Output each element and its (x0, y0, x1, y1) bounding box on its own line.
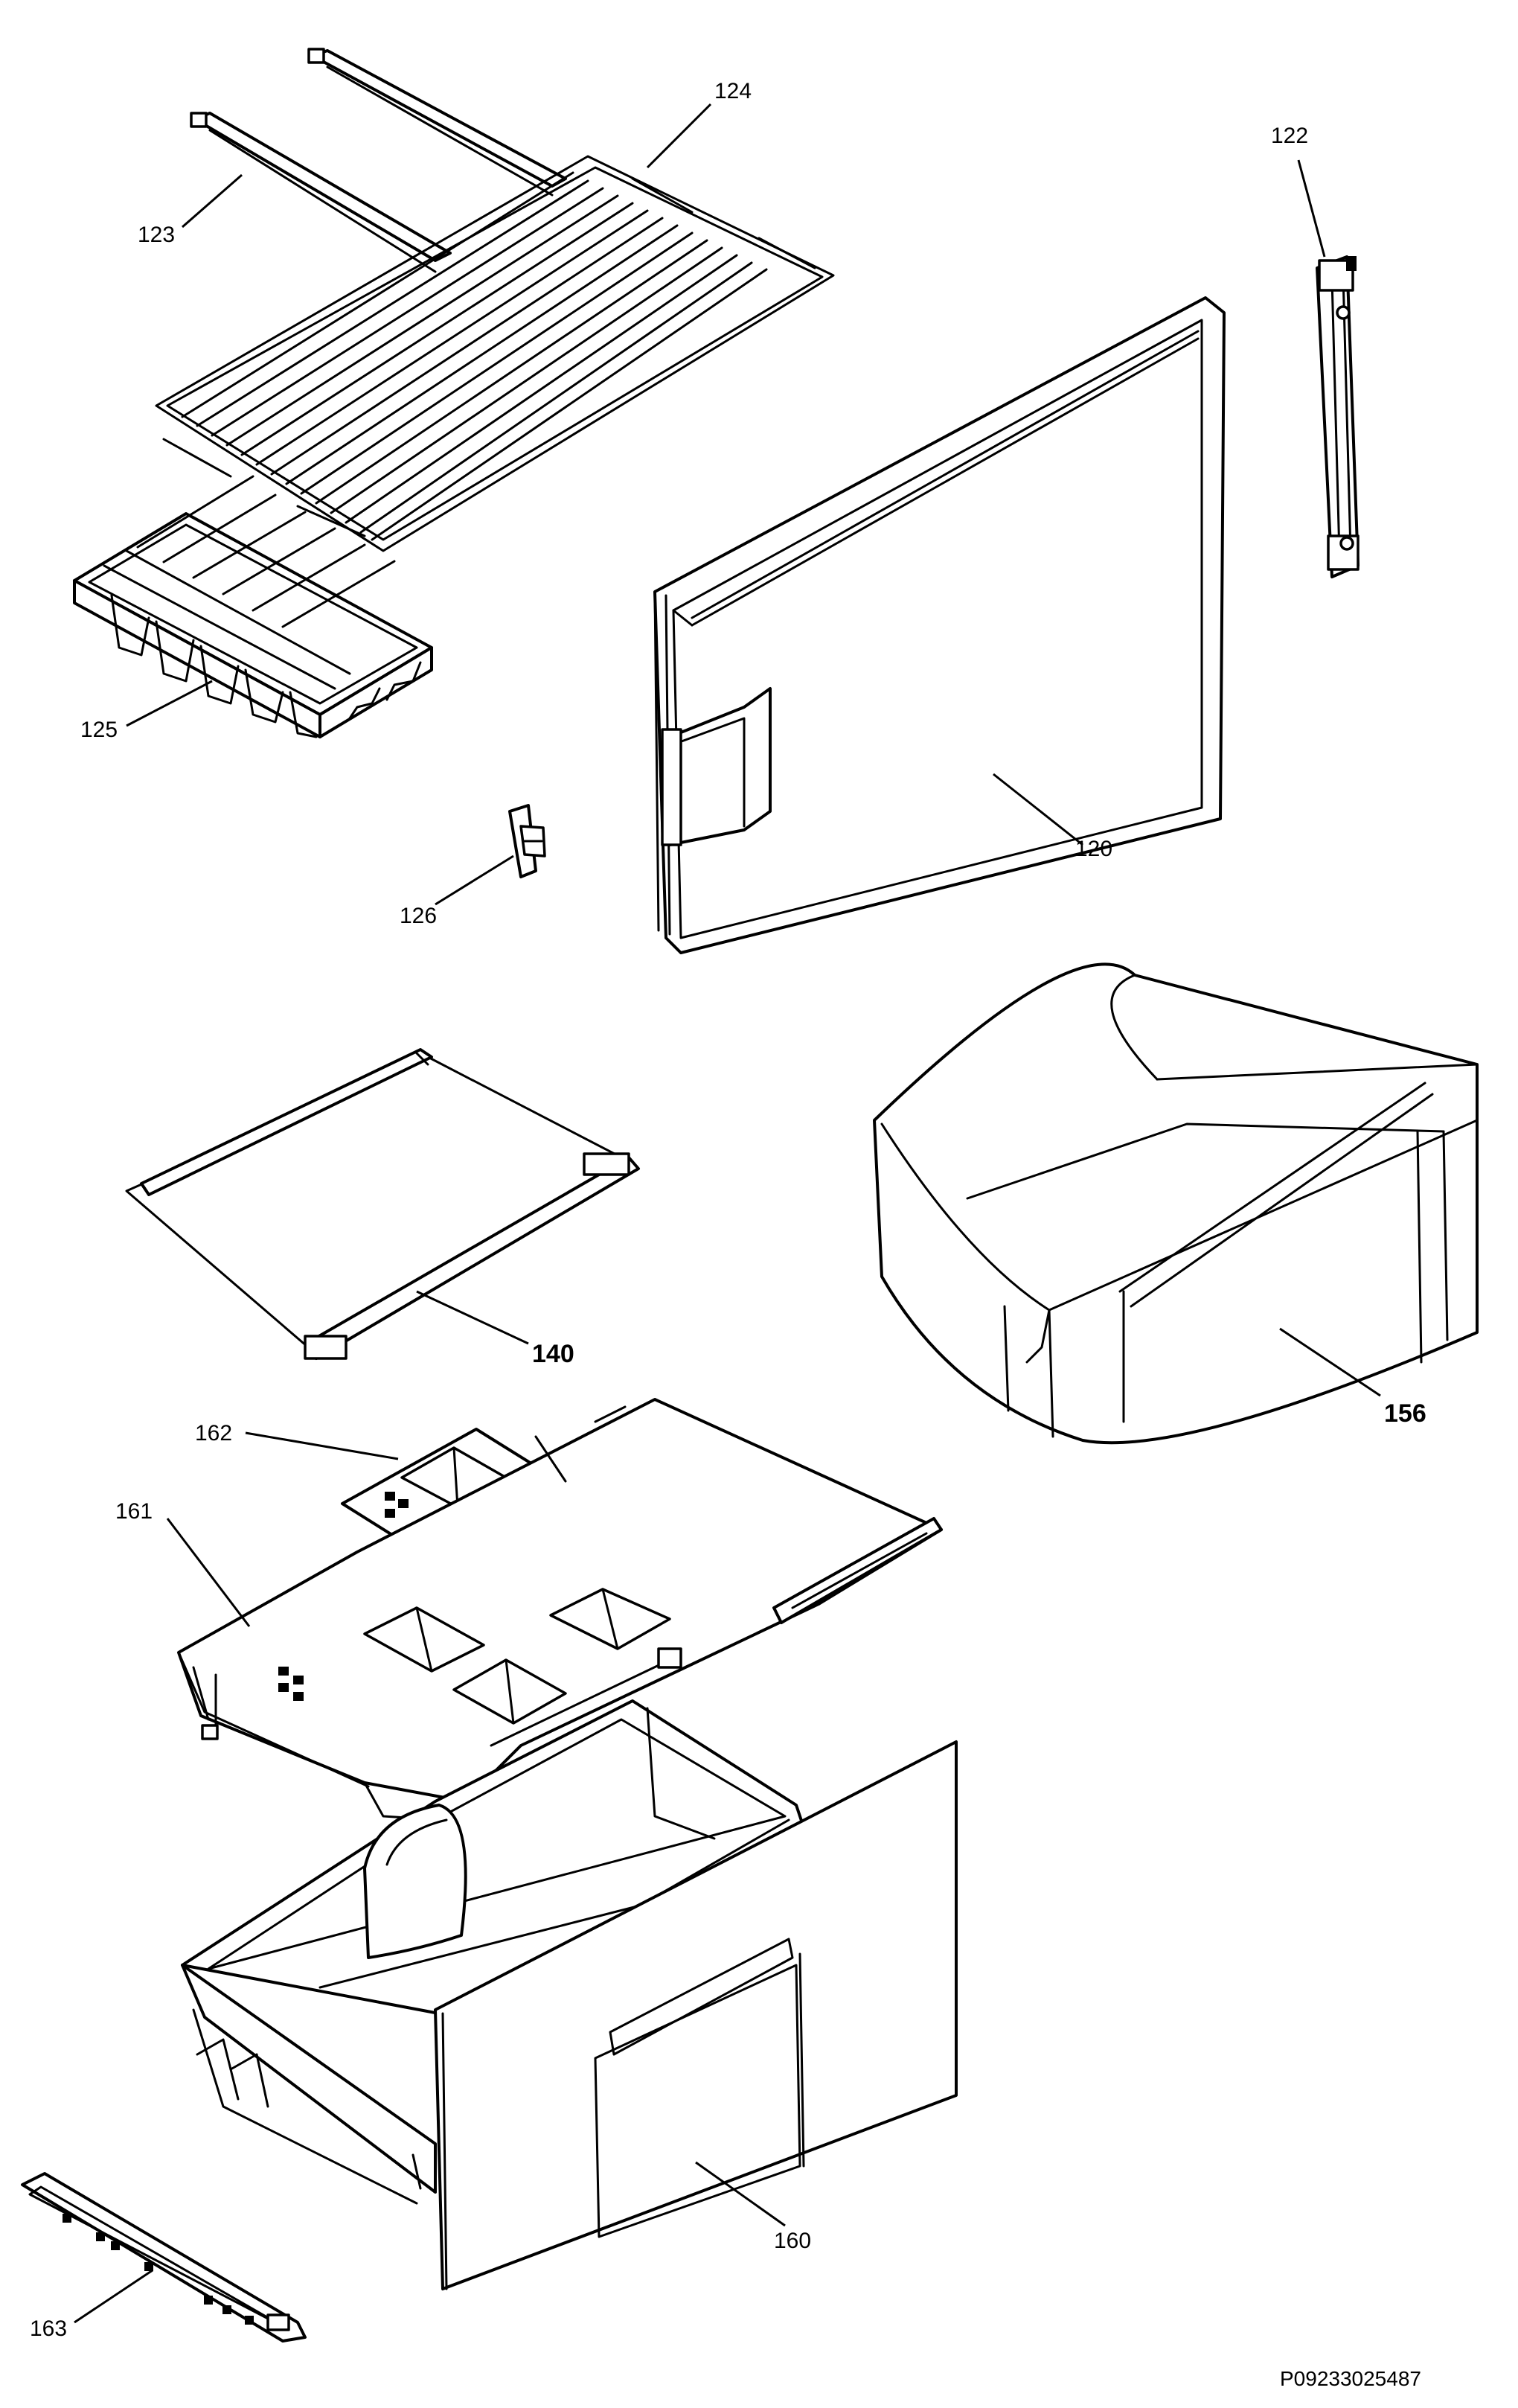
leader-122 (1297, 159, 1326, 258)
leader-124 (646, 103, 712, 169)
leader-163 (74, 2269, 153, 2324)
wire-shelf (155, 155, 835, 552)
callout-161: 161 (115, 1499, 153, 1524)
leader-125 (126, 680, 213, 727)
leader-126 (435, 855, 514, 906)
leader-156 (1279, 1327, 1381, 1397)
callout-156: 156 (1384, 1399, 1426, 1428)
leader-123 (182, 173, 243, 229)
callout-163: 163 (30, 2316, 67, 2341)
part-123-rail (190, 112, 452, 273)
callout-labels: 124 122 123 125 126 120 140 156 162 161 … (30, 79, 1426, 2341)
document-number: P09233025487 (1280, 2367, 1421, 2390)
callout-162: 162 (195, 1421, 232, 1446)
part-161-drawer-frame (177, 1398, 943, 1821)
part-124-rail (307, 48, 567, 197)
leader-lines (74, 103, 1381, 2324)
callout-123: 123 (138, 223, 175, 247)
part-163-slide-rail (21, 2172, 307, 2342)
leader-120 (993, 773, 1083, 846)
leader-160 (695, 2161, 786, 2227)
callout-160: 160 (774, 2229, 811, 2253)
callout-122: 122 (1271, 124, 1308, 148)
leader-140 (416, 1290, 529, 1345)
leader-161 (166, 1518, 251, 1627)
part-156-bin (873, 962, 1479, 1445)
part-125-ice-tray (73, 475, 433, 738)
callout-120: 120 (1075, 837, 1112, 861)
callout-140: 140 (532, 1340, 574, 1368)
part-122-hinge-bracket (1316, 255, 1360, 578)
part-140-glass-shelf (125, 1048, 640, 1360)
callout-126: 126 (400, 904, 437, 928)
part-120-door (653, 296, 1226, 954)
part-126-clip (508, 804, 546, 878)
part-160-drawer (181, 1699, 958, 2290)
callout-124: 124 (714, 79, 752, 103)
leader-162 (245, 1431, 399, 1460)
callout-125: 125 (80, 718, 118, 742)
